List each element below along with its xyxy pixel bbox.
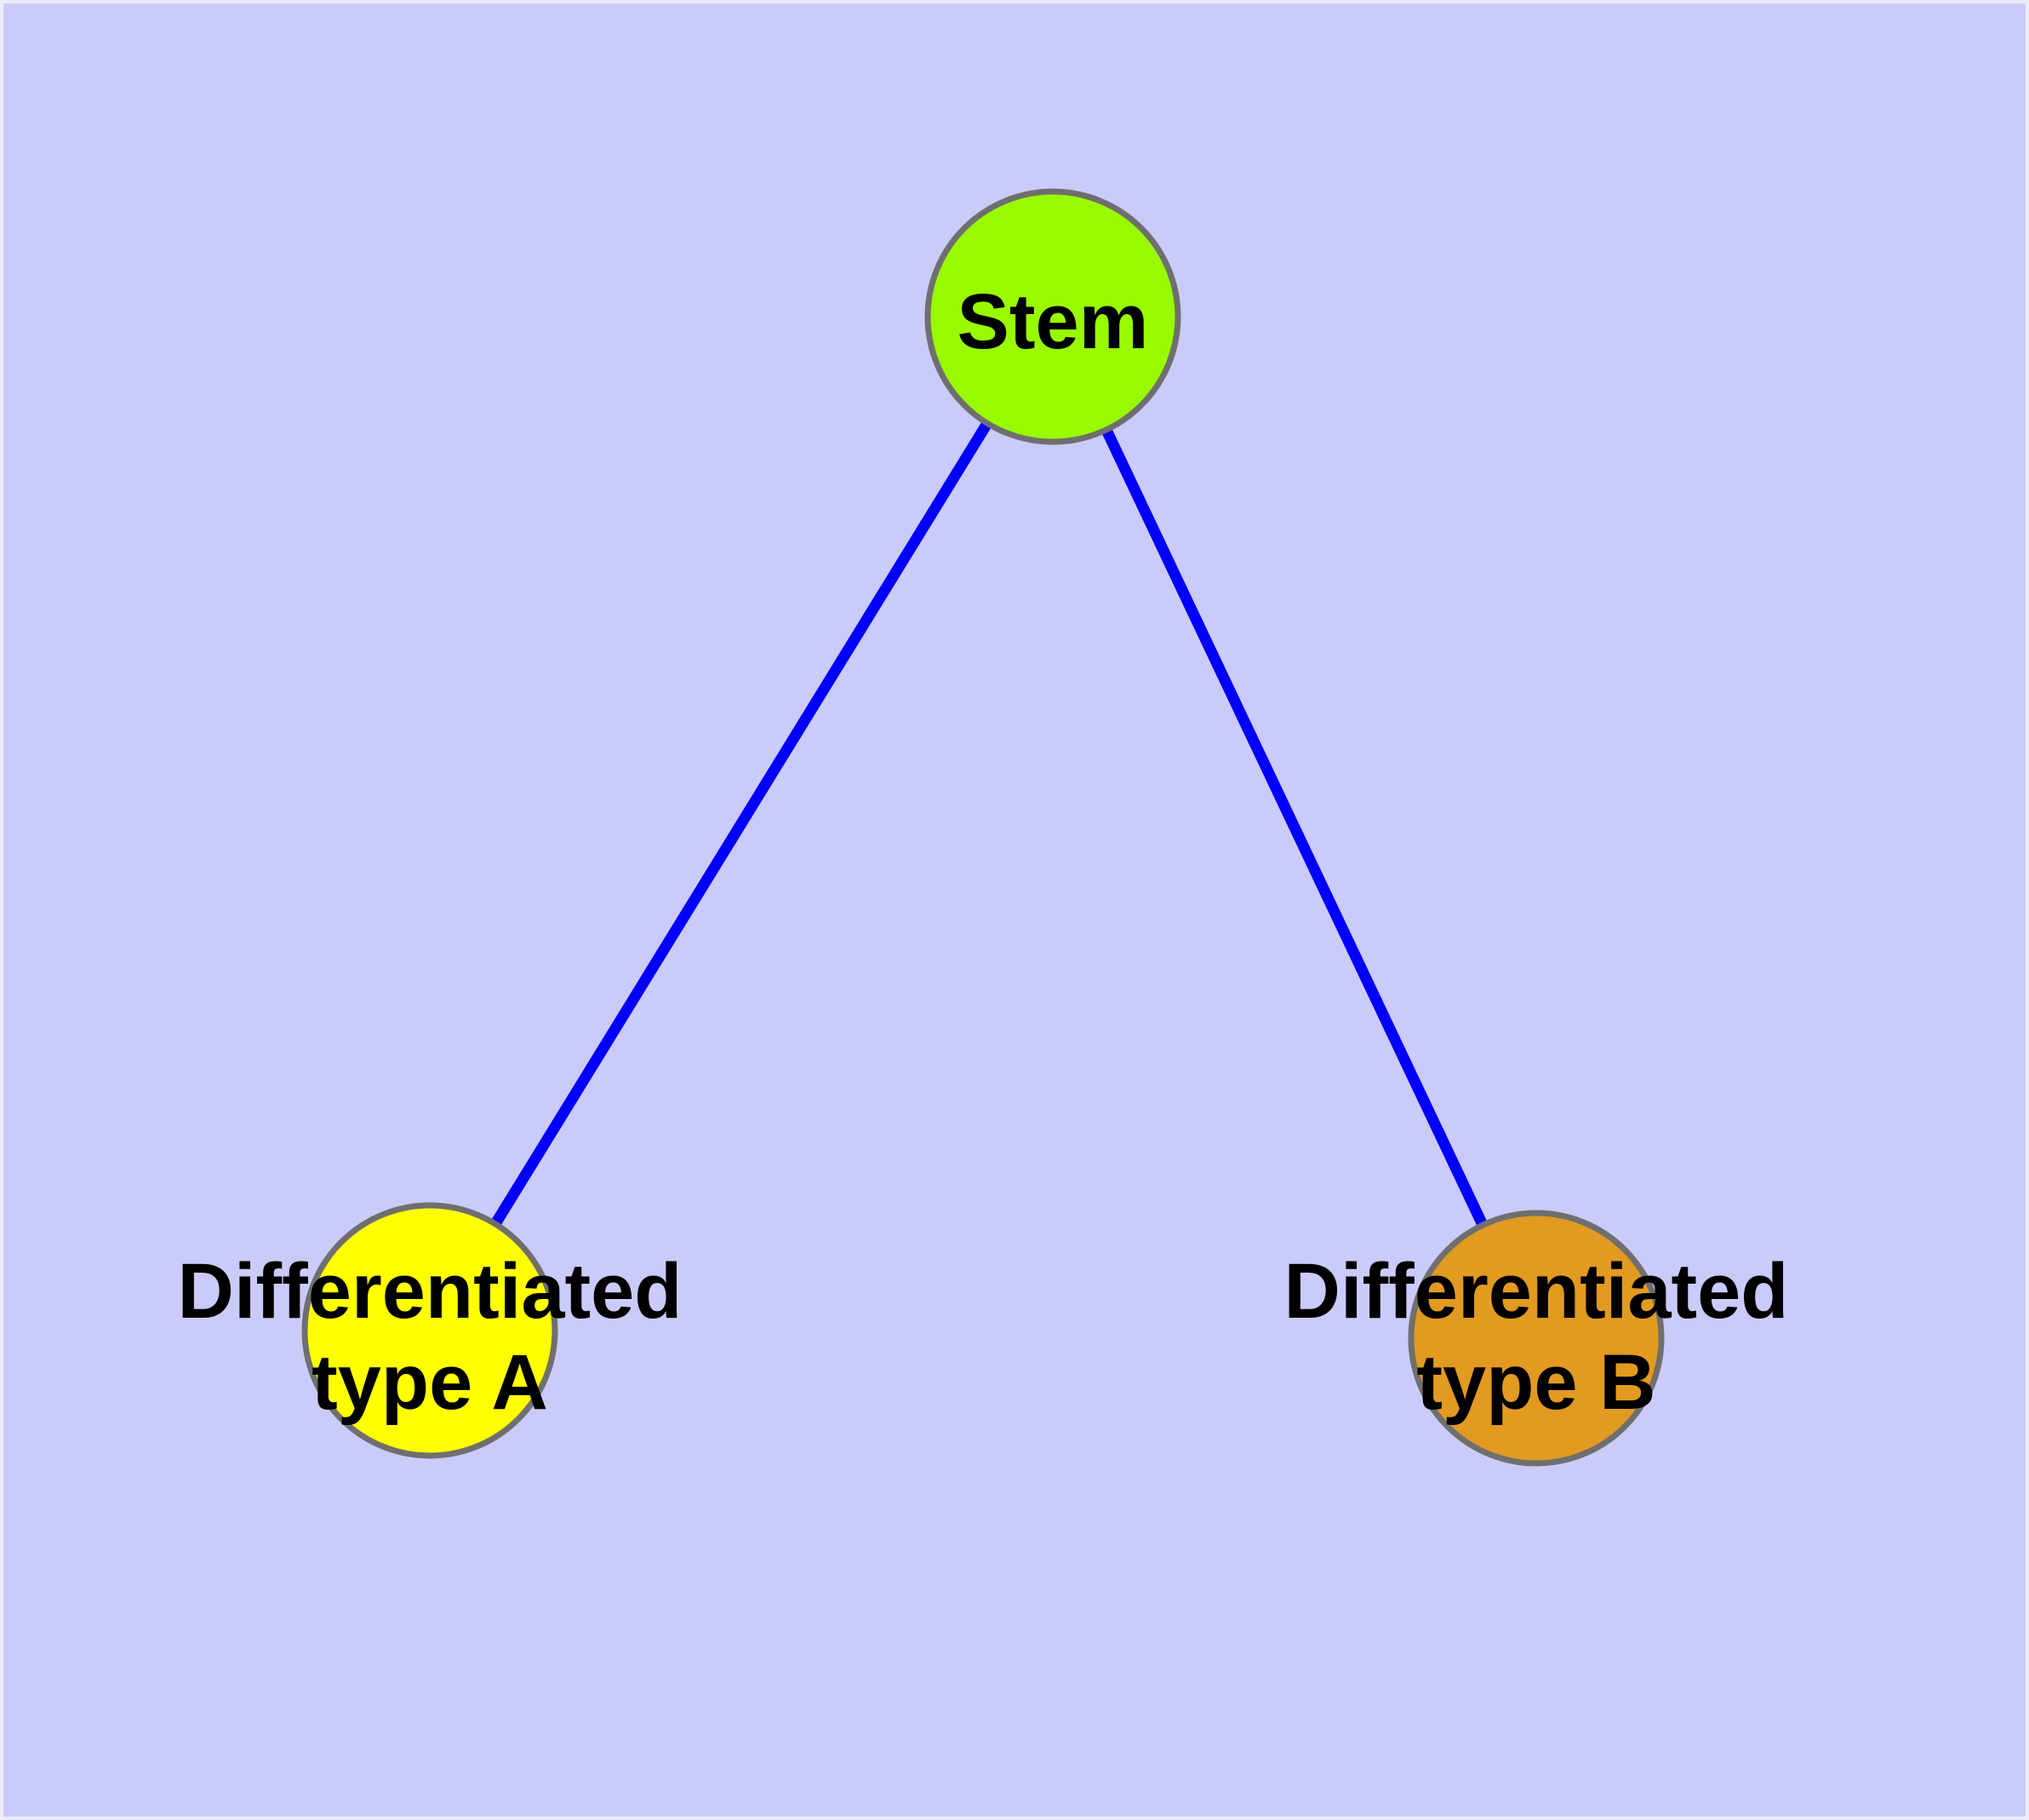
node-differentiated-type-a — [301, 1202, 558, 1459]
node-label-type-a-line1: Differentiated — [178, 1248, 683, 1335]
node-label-type-b-line2: type B — [1416, 1339, 1655, 1426]
node-stem — [924, 188, 1181, 445]
node-label-type-b-line1: Differentiated — [1284, 1248, 1789, 1335]
edge-stem-to-typeB — [1048, 314, 1541, 1341]
node-differentiated-type-b — [1408, 1210, 1665, 1467]
node-label-stem: Stem — [957, 278, 1149, 365]
edge-stem-to-typeA — [425, 313, 1058, 1334]
node-label-type-a-line2: type A — [311, 1339, 548, 1426]
